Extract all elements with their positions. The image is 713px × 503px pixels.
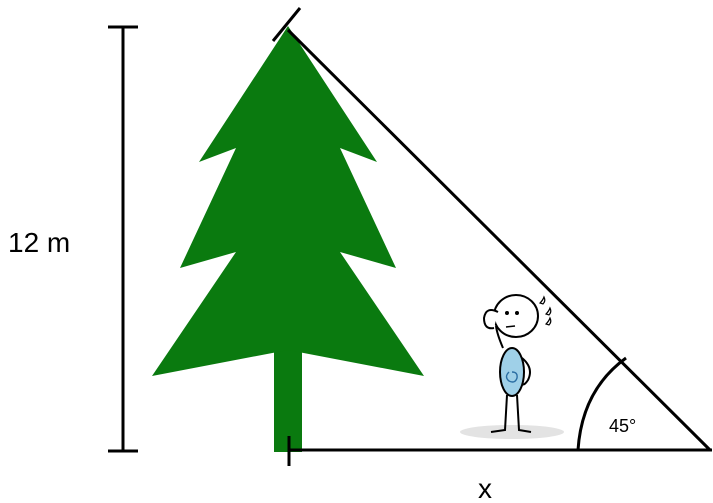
height-dimension (108, 25, 138, 453)
figure-arm-hip (521, 357, 531, 386)
figure-shirt-swirl (505, 371, 518, 383)
triangle (271, 7, 712, 466)
figure-hand (482, 309, 499, 330)
figure-head (493, 294, 539, 338)
figure-eye-right (515, 311, 519, 315)
height-label: 12 m (8, 227, 70, 258)
angle-label: 45° (609, 416, 636, 436)
figure-mouth (505, 325, 516, 328)
pine-tree-icon (152, 26, 424, 452)
figure-arm-raised (495, 325, 504, 349)
distance-label: x (478, 473, 492, 503)
angle-arc (576, 356, 627, 451)
hypotenuse-line (286, 28, 712, 452)
figure-eye-left (505, 311, 509, 315)
figure-leg-left (490, 394, 508, 433)
thinking-stick-figure-icon (460, 294, 564, 439)
figure-shadow (460, 425, 564, 439)
tree-foliage (152, 26, 424, 376)
sweat-drops (538, 295, 552, 326)
top-tick (271, 7, 302, 42)
tree-trunk (274, 350, 302, 452)
figure-leg-right (516, 394, 532, 433)
